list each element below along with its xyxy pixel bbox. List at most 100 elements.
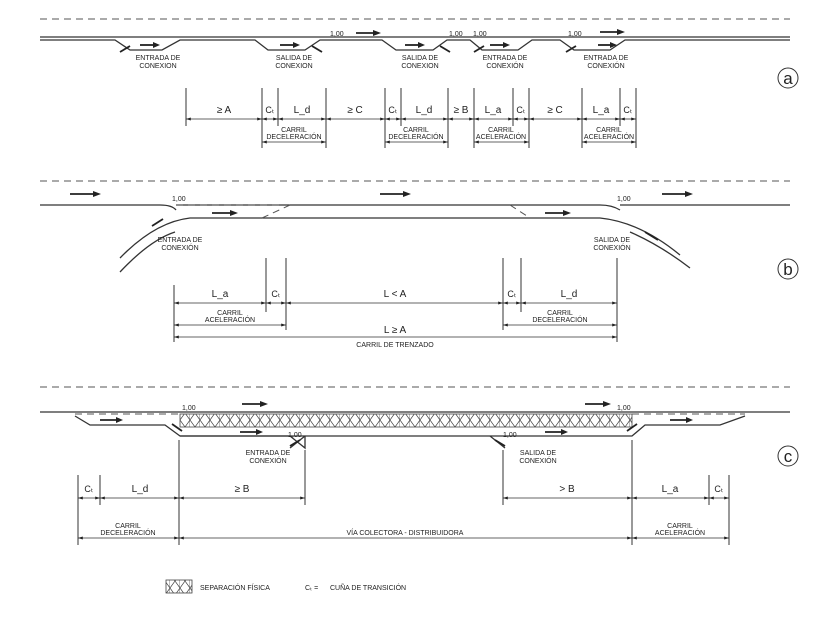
weaving-lane-label: CARRIL DE TRENZADO <box>356 342 434 349</box>
panel-letter: a <box>783 69 793 88</box>
main-lane-edge <box>40 204 177 211</box>
extension-lines-c <box>77 440 730 545</box>
lane-label: CARRIL <box>488 127 514 134</box>
collector-road-edge <box>180 415 746 437</box>
segment-label: Cₜ <box>388 105 397 115</box>
segment-label: Cₜ <box>516 105 525 115</box>
ramp-label: ENTRADA DE <box>246 450 291 457</box>
offset-label: 1,00 <box>617 196 631 203</box>
lane-line-dashed <box>509 204 531 219</box>
segment-label: Cₜ <box>507 289 516 299</box>
ramp-label: CONEXIÓN <box>587 61 624 70</box>
panel-b: 1,00 1,00 ENTRADA DE CONEXIÓN SALIDA DE … <box>40 180 799 349</box>
traffic-arrows-b <box>70 191 693 241</box>
segment-label: L_a <box>485 105 502 116</box>
collector-road-label: VÍA COLECTORA - DISTRIBUIDORA <box>347 528 464 537</box>
panel-a: 1,00 1,00 1,00 1,00 ENTRADA DE CONEXION … <box>40 18 799 148</box>
ramp-label: SALIDA DE <box>276 55 313 62</box>
lane-label: DECELERACIÓN <box>266 132 321 141</box>
offset-label: 1,00 <box>182 405 196 412</box>
segment-label: > B <box>559 484 575 495</box>
segment-label: ≥ C <box>347 105 363 116</box>
ramp-arrows-a <box>119 45 577 53</box>
dimension-row-c <box>78 496 729 540</box>
extension-lines-b <box>173 258 618 342</box>
ramp-label: CONEXION <box>401 63 438 70</box>
dimension-row-b <box>174 301 617 339</box>
legend: SEPARACIÓN FÍSICA Cₜ = CUÑA DE TRANSICIÓ… <box>165 579 406 594</box>
panel-letter-circle <box>777 67 799 89</box>
lane-label: CARRIL <box>115 523 141 530</box>
traffic-arrows-a <box>140 29 625 48</box>
segment-label: L_a <box>593 105 610 116</box>
offset-label: 1,00 <box>172 196 186 203</box>
offset-label: 1,00 <box>617 405 631 412</box>
lane-label: DECELERACIÓN <box>388 132 443 141</box>
lane-label: DECELERACIÓN <box>100 528 155 537</box>
segment-label: ≥ A <box>217 105 232 116</box>
lane-label: CARRIL <box>596 127 622 134</box>
segment-label: L < A <box>384 289 407 300</box>
lane-label: CARRIL <box>547 310 573 317</box>
lane-label: DECELERACIÓN <box>532 315 587 324</box>
segment-label: L_d <box>416 105 433 116</box>
segment-label: L_d <box>561 289 578 300</box>
offset-label: 1,00 <box>473 31 487 38</box>
offset-label: 1,00 <box>288 432 302 439</box>
segment-label: L_d <box>132 484 149 495</box>
offset-label: 1,00 <box>568 31 582 38</box>
segment-label: L_d <box>294 105 311 116</box>
ramp-label: SALIDA DE <box>520 450 557 457</box>
ramp-label: CONEXION <box>139 63 176 70</box>
lane-label: CARRIL <box>403 127 429 134</box>
panel-letter-circle <box>777 445 799 467</box>
lane-label: CARRIL <box>667 523 693 530</box>
segment-label: L_a <box>212 289 229 300</box>
ramp-label: CONEXION <box>275 63 312 70</box>
entrance-ramp-edge <box>119 231 176 273</box>
exit-ramp-edge <box>629 231 691 269</box>
physical-separation <box>179 413 633 428</box>
segment-label: Cₜ <box>714 484 723 494</box>
legend-ct-text: CUÑA DE TRANSICIÓN <box>330 583 406 592</box>
segment-label: L_a <box>662 484 679 495</box>
segment-label: Cₜ <box>265 105 274 115</box>
panel-letter-circle <box>777 258 799 280</box>
ramp-label: ENTRADA DE <box>584 55 629 62</box>
legend-separation-label: SEPARACIÓN FÍSICA <box>200 583 270 592</box>
ramp-label: CONEXIÓN <box>486 61 523 70</box>
lane-label: ACELERACIÓN <box>655 528 705 537</box>
traffic-arrows-c <box>100 401 693 447</box>
ramp-label: SALIDA DE <box>402 55 439 62</box>
main-lane-edge <box>176 204 621 211</box>
segment-label: Cₜ <box>84 484 93 494</box>
total-length-label: L ≥ A <box>384 325 407 336</box>
offset-label: 1,00 <box>503 432 517 439</box>
lane-label: ACELERACIÓN <box>476 132 526 141</box>
lane-label: ACELERACIÓN <box>584 132 634 141</box>
panel-c: 1,00 1,00 1,00 1,00 ENTRADA DE CONEXIÓN … <box>40 386 799 545</box>
ramp-label: ENTRADA DE <box>158 237 203 244</box>
panel-letter: c <box>784 447 793 466</box>
segment-label: Cₜ <box>271 289 280 299</box>
ramp-label: CONEXIÓN <box>519 456 556 465</box>
lane-label: ACELERACIÓN <box>205 315 255 324</box>
panel-letter: b <box>783 260 792 279</box>
ramp-label: ENTRADA DE <box>483 55 528 62</box>
segment-label: ≥ C <box>547 105 563 116</box>
ramp-label: ENTRADA DE <box>136 55 181 62</box>
ramp-label: CONEXIÓN <box>249 456 286 465</box>
ramp-label: SALIDA DE <box>594 237 631 244</box>
offset-label: 1,00 <box>330 31 344 38</box>
segment-label: ≥ B <box>454 105 469 116</box>
offset-label: 1,00 <box>449 31 463 38</box>
segment-label: ≥ B <box>235 484 250 495</box>
segment-label: Cₜ <box>623 105 632 115</box>
lane-line-dashed <box>261 204 291 219</box>
lane-label: CARRIL <box>281 127 307 134</box>
legend-ct-symbol: Cₜ = <box>305 585 318 592</box>
ramp-label: CONEXIÓN <box>161 243 198 252</box>
separation-swatch-icon <box>165 579 193 594</box>
lane-edge-with-ramps <box>40 39 790 51</box>
